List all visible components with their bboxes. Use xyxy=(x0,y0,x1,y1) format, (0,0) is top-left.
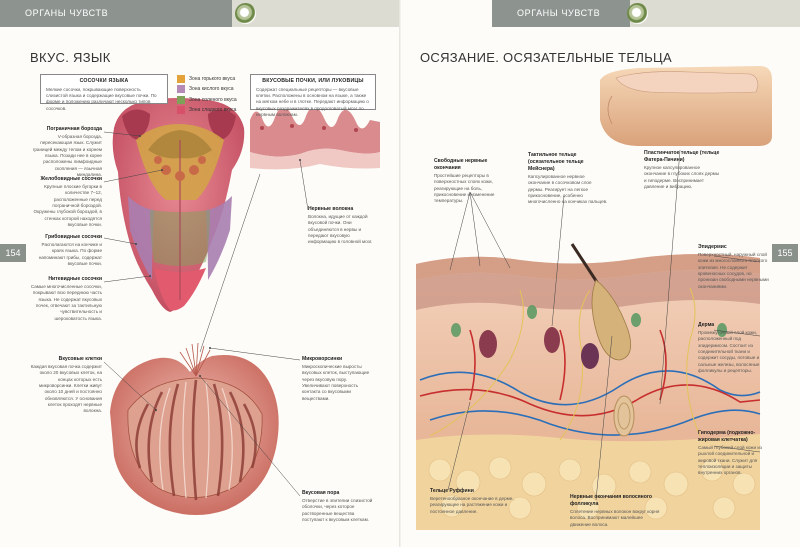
running-header-left: ОРГАНЫ ЧУВСТВ xyxy=(0,0,232,27)
label-text: Простейшие рецепторы в поверхностных сло… xyxy=(434,173,495,204)
legend-label: Зона горького вкуса xyxy=(189,75,236,82)
microvilli-icon xyxy=(179,342,211,377)
label-title: Гиподерма (подкожно-жировая клетчатка) xyxy=(698,430,756,444)
legend-row: Зона горького вкуса xyxy=(177,74,237,83)
chapter-seal-icon xyxy=(627,3,648,24)
taste-buds-box: ВКУСОВЫЕ ПОЧКИ, ИЛИ ЛУКОВИЦЫ Содержат сп… xyxy=(250,74,376,117)
tongue-box-text: Мелкие сосочки, покрывающие поверхность … xyxy=(46,87,157,111)
label-text: Волокна, идущие от каждой вкусовой почки… xyxy=(308,214,373,245)
label-title: Нитевидные сосочки xyxy=(48,276,102,282)
legend-label: Зона соленого вкуса xyxy=(189,96,237,103)
label-text: Крупные плоские бугорки в количестве 7–1… xyxy=(33,184,102,227)
label-text: Микроскопические выросты вкусовых клеток… xyxy=(302,364,370,401)
label-title: Грибовидные сосочки xyxy=(45,234,102,240)
taste-zone-legend: Зона горького вкуса Зона кислого вкуса З… xyxy=(177,74,237,116)
skin-section-illustration xyxy=(416,243,761,530)
hair-follicle-icon xyxy=(570,243,632,361)
legend-row: Зона кислого вкуса xyxy=(177,85,237,94)
vallate-papillae-icon xyxy=(154,156,206,181)
label-text: Располагаются на кончике и краях языка. … xyxy=(38,242,102,266)
chapter-seal-icon xyxy=(235,3,256,24)
page-number-right: 155 xyxy=(772,244,798,262)
label-text: V-образная борозда, пересекающая язык. С… xyxy=(32,134,102,177)
label-title: Вкусовая пора xyxy=(302,490,340,496)
running-header-right: ОРГАНЫ ЧУВСТВ xyxy=(492,0,630,27)
buds-box-text: Содержат специальные рецепторы — вкусовы… xyxy=(256,87,369,117)
header-band-right xyxy=(630,0,800,27)
label-text: Поверхностный, наружный слой кожи из мно… xyxy=(698,252,769,289)
legend-row: Зона сладкого вкуса xyxy=(177,106,237,115)
label-title: Дерма xyxy=(698,322,715,328)
papillae-section-illustration xyxy=(250,106,380,170)
label-title: Эпидермис xyxy=(698,244,727,250)
section-title-touch: ОСЯЗАНИЕ. ОСЯЗАТЕЛЬНЫЕ ТЕЛЬЦА xyxy=(420,50,672,65)
nerve-fibers-icon xyxy=(429,287,701,441)
label-text: Крупное капсулированное окончание в глуб… xyxy=(644,165,720,190)
fat-cells-icon xyxy=(428,456,756,520)
label-title: Вкусовые клетки xyxy=(58,356,102,362)
label-title: Тактильное тельце (осязательное тельце М… xyxy=(528,152,584,173)
label-meissner-corpuscle: Тактильное тельце (осязательное тельце М… xyxy=(528,152,608,206)
book-gutter xyxy=(399,0,401,547)
tongue-box-title: СОСОЧКИ ЯЗЫКА xyxy=(79,78,129,84)
label-text: Самые многочисленные сосочки, покрывают … xyxy=(30,284,102,321)
section-title-taste: ВКУС. ЯЗЫК xyxy=(30,50,111,65)
buds-box-title: ВКУСОВЫЕ ПОЧКИ, ИЛИ ЛУКОВИЦЫ xyxy=(262,78,364,84)
label-title: Нервные окончания волосяного фолликула xyxy=(570,494,653,508)
label-title: Нервные волокна xyxy=(308,206,354,212)
label-title: Желобовидные сосочки xyxy=(40,176,102,182)
blood-vessels-icon xyxy=(419,370,761,436)
label-title: Пластинчатое тельце (тельце Фатера-Пачин… xyxy=(644,150,720,164)
label-title: Пограничная борозда xyxy=(46,126,102,132)
label-text: Отверстие в эпителии слизистой оболочки,… xyxy=(302,498,373,522)
header-label-right: ОРГАНЫ ЧУВСТВ xyxy=(517,8,601,18)
label-title: Микроворсинки xyxy=(302,356,343,362)
label-hypodermis: Гиподерма (подкожно-жировая клетчатка)Са… xyxy=(698,430,770,477)
taste-cells-icon xyxy=(135,379,257,501)
pacinian-corpuscle-icon xyxy=(613,395,635,437)
label-text: Сплетение нервных волокон вокруг корня в… xyxy=(570,509,660,527)
header-label-left: ОРГАНЫ ЧУВСТВ xyxy=(25,8,109,18)
label-text: Каждая вкусовая почка содержит около 20 … xyxy=(30,364,102,414)
taste-bud-illustration xyxy=(110,342,279,515)
label-text: Промежуточный слой кожи, расположенный п… xyxy=(698,330,760,373)
finger-illustration xyxy=(600,66,772,146)
label-text: Капсулированное нервное окончание в сосо… xyxy=(528,174,608,205)
legend-label: Зона сладкого вкуса xyxy=(189,107,237,113)
label-title: Тельце Руффини xyxy=(430,488,474,494)
label-text: Веретенообразное окончание в дерме, реаг… xyxy=(430,496,514,514)
legend-row: Зона соленого вкуса xyxy=(177,95,237,104)
label-title: Свободные нервные окончания xyxy=(434,158,488,172)
header-band-left xyxy=(232,0,400,27)
legend-label: Зона кислого вкуса xyxy=(189,86,234,92)
tongue-papillae-box: СОСОЧКИ ЯЗЫКА Мелкие сосочки, покрывающи… xyxy=(40,74,168,111)
label-text: Самый глубокий слой кожи из рыхлой соеди… xyxy=(698,445,763,476)
meissner-corpuscle-icon xyxy=(479,327,599,369)
tongue-illustration xyxy=(112,98,245,312)
page-number-left: 154 xyxy=(0,244,26,262)
label-pacinian-corpuscle: Пластинчатое тельце (тельце Фатера-Пачин… xyxy=(644,150,722,190)
